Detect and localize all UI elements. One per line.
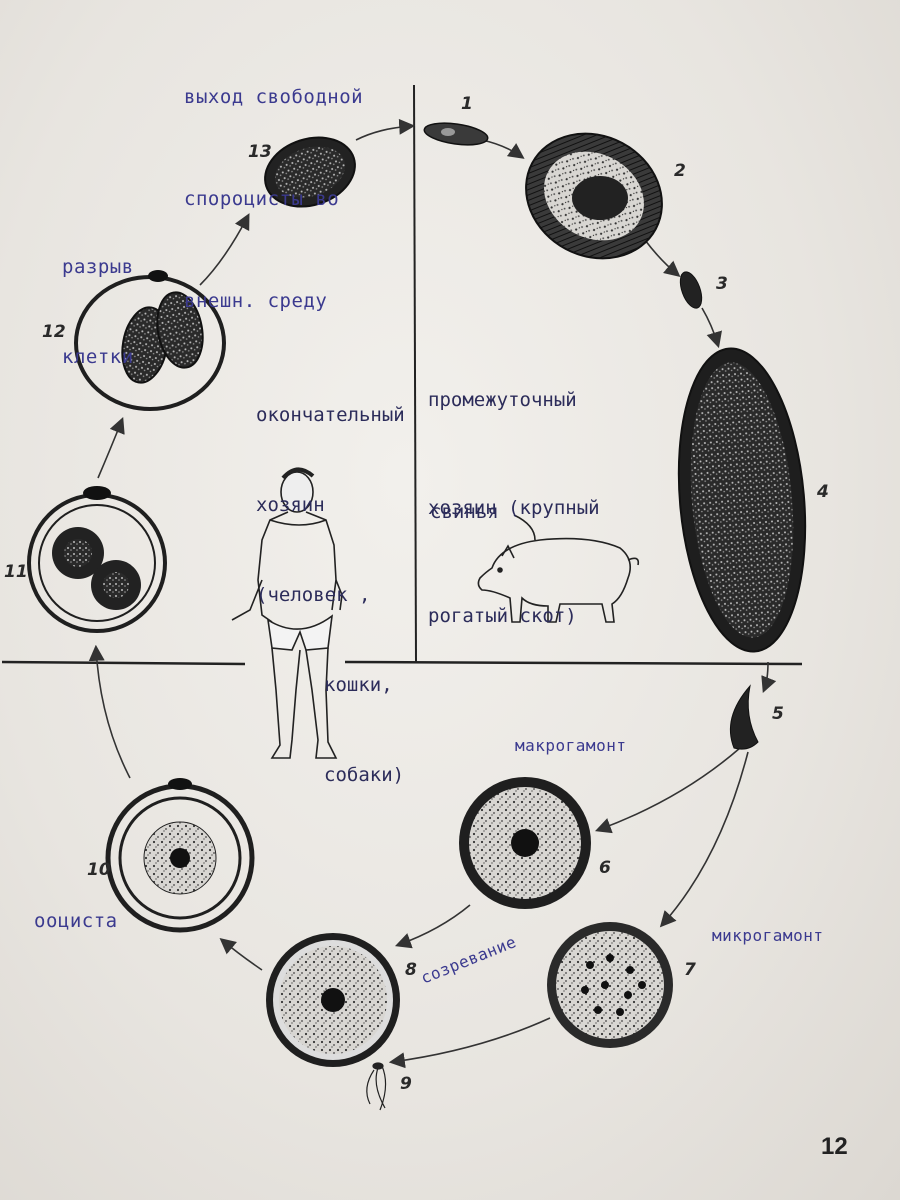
annotation-exit: выход свободной спороцисты во внешн. сре… [184, 86, 364, 312]
vertical-divider [413, 84, 417, 663]
annotation-macrogamont: макрогамонт [515, 736, 627, 755]
stage-number-8: 8 [405, 960, 417, 980]
stage-number-11: 11 [4, 562, 28, 582]
stage-10-oocyst [105, 778, 255, 933]
annotation-oocyst: ооциста [34, 910, 118, 932]
stage-4-sarcocyst [677, 347, 807, 653]
annotation-microgamont: микрогамонт [712, 926, 824, 945]
stage-number-13: 13 [248, 142, 272, 162]
stage-13-sporocyst [264, 136, 356, 208]
annotation-cell-rupture: разрыв клетки [62, 256, 134, 368]
horizontal-divider-right [344, 660, 803, 666]
human-figure [231, 467, 343, 759]
stage-12-mature-oocyst [74, 270, 226, 411]
stage-number-2: 2 [674, 161, 686, 181]
pig-drawing [477, 514, 640, 623]
stage-5-zoite [729, 684, 759, 750]
stage-number-6: 6 [599, 858, 611, 878]
stage-number-10: 10 [87, 860, 111, 880]
annotation-definitive-host: окончательный хозяин (человек , кошки, с… [256, 404, 405, 786]
page-number: 12 [821, 1133, 848, 1160]
cycle-arrows [88, 118, 777, 1069]
stage-9-microgametes [366, 1062, 387, 1111]
stage-number-3: 3 [716, 274, 728, 294]
annotation-intermediate-host: промежуточный хозяин (крупный рогатый ск… [428, 389, 600, 627]
stage-number-1: 1 [461, 94, 473, 114]
stage-11-oocyst-sporocysts [27, 486, 167, 633]
stage-8-zygote [266, 933, 400, 1067]
stage-1-sporozoite [423, 122, 489, 146]
stage-number-5: 5 [772, 704, 784, 724]
stage-number-12: 12 [42, 322, 66, 342]
stage-3-merozoite [679, 271, 703, 309]
horizontal-divider-left [1, 660, 246, 666]
stage-2-cell [525, 132, 663, 260]
stage-number-9: 9 [400, 1074, 412, 1094]
annotation-pig: свинья [430, 501, 499, 523]
stage-6-macrogamont [459, 777, 591, 909]
stage-number-7: 7 [684, 960, 696, 980]
stage-number-4: 4 [817, 482, 829, 502]
stage-7-microgamont [547, 922, 673, 1048]
